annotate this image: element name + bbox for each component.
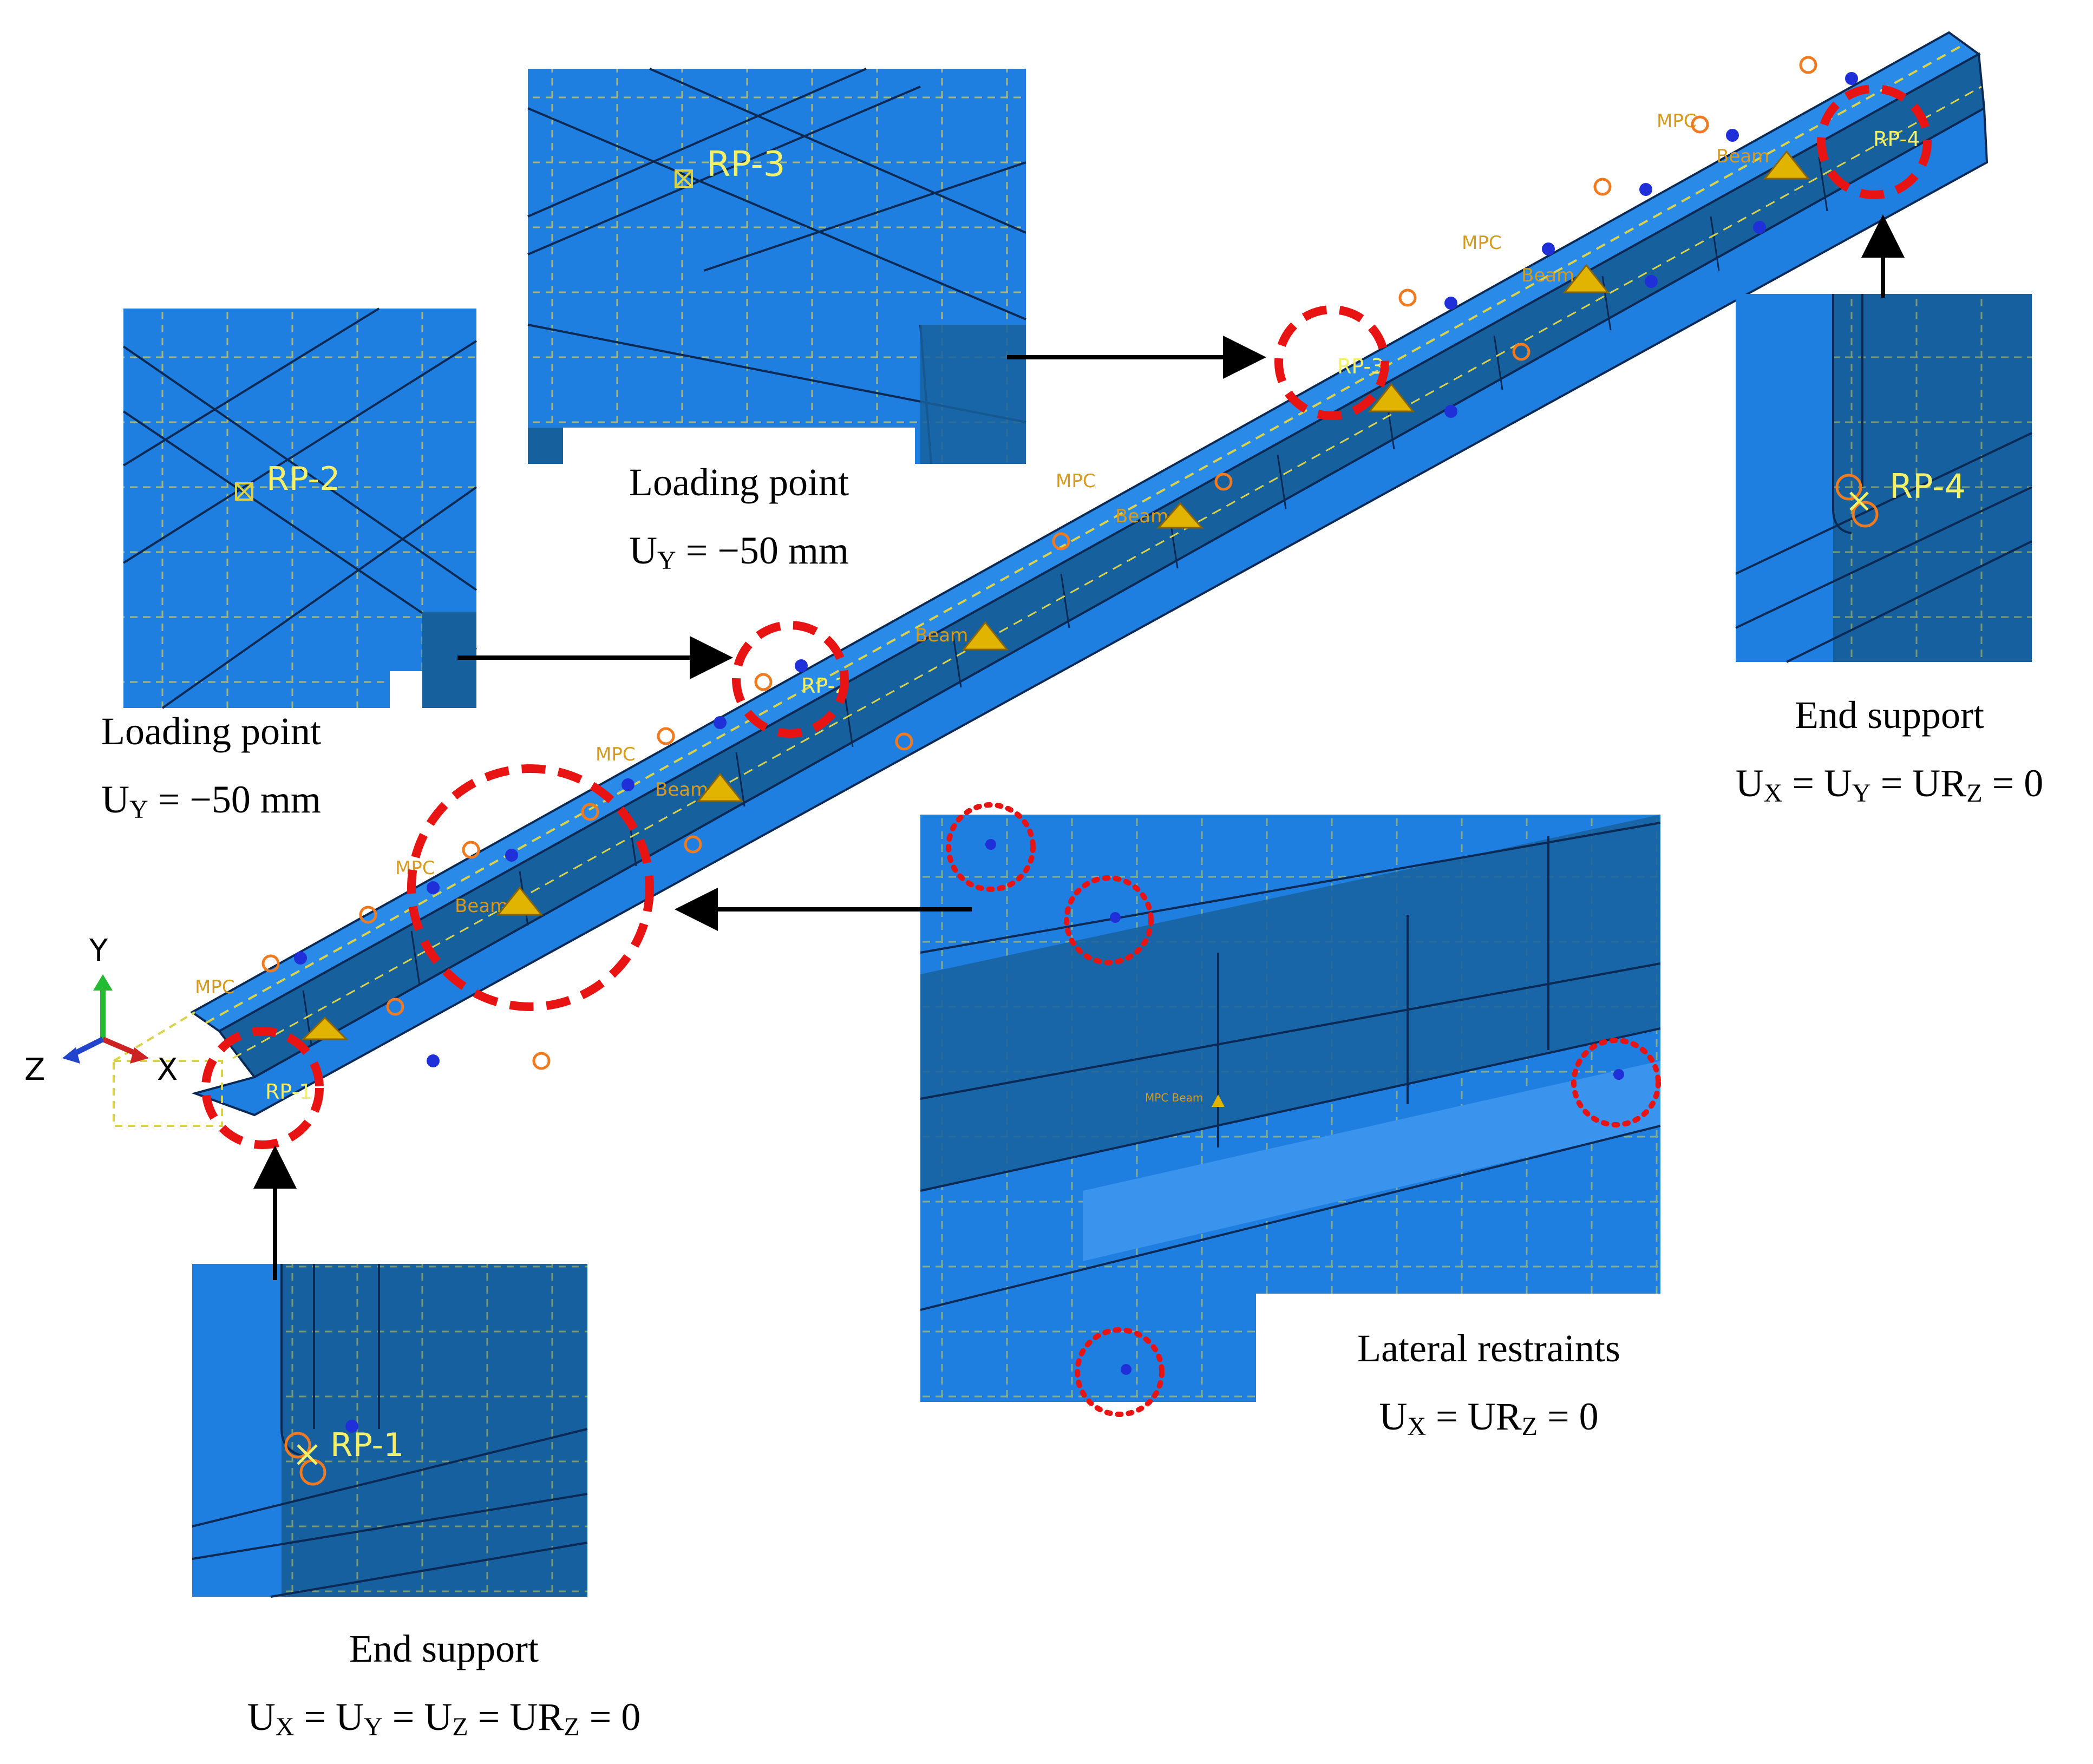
rp3-label: RP-3 — [707, 145, 785, 185]
mpc-beam-label: MPC Beam — [1145, 1091, 1203, 1104]
mpc-label: MPC — [1462, 232, 1502, 254]
load-triangle — [1562, 264, 1610, 293]
load-triangle — [1763, 150, 1810, 180]
axis-triad: Y Z X — [24, 933, 178, 1087]
load-triangles — [301, 150, 1810, 1040]
caption-title: Loading point — [101, 710, 321, 753]
load-triangle — [301, 1016, 349, 1040]
rp1-main-label: RP-1 — [265, 1080, 312, 1104]
highlight-circles — [201, 84, 1932, 1149]
support-icon — [1835, 474, 1879, 528]
caption-end-right: End support UX = UY = URZ = 0 — [1705, 696, 2074, 806]
load-triangle — [696, 772, 744, 802]
caption-equation: UY = −50 mm — [101, 778, 321, 824]
axis-label-y: Y — [89, 933, 108, 968]
highlight-rp3 — [1274, 305, 1389, 420]
restraint-arrow-icon — [345, 1420, 358, 1433]
caption-equation: UX = UY = UZ = URZ = 0 — [247, 1695, 641, 1741]
mpc-label: MPC — [596, 744, 636, 765]
mpc-label: MPC — [1056, 470, 1096, 492]
caption-equation: UX = URZ = 0 — [1379, 1395, 1599, 1441]
inset-lateral: MPC Beam — [920, 802, 1661, 1417]
caption-equation: UY = −50 mm — [629, 529, 849, 575]
caption-loading-left: Loading point UY = −50 mm — [70, 712, 352, 823]
highlight-rp4 — [1817, 84, 1932, 199]
caption-title: End support — [349, 1627, 539, 1670]
beam-label: Beam — [915, 625, 968, 646]
crosshair-icon — [1849, 491, 1869, 511]
beam-label: Beam — [1115, 506, 1168, 527]
crosshair-icon — [235, 482, 253, 501]
mpc-label: MPC — [195, 976, 235, 998]
caption-lateral: Lateral restraints UX = URZ = 0 — [1321, 1329, 1657, 1440]
callout-arrows — [253, 214, 1905, 1280]
load-triangle — [962, 621, 1009, 651]
highlight-restraint — [1075, 1327, 1165, 1417]
load-triangle — [1212, 1094, 1225, 1107]
load-triangle — [1156, 502, 1204, 529]
inset-rp2: RP-2 — [122, 307, 478, 709]
highlight-restraint — [1064, 875, 1154, 965]
inset-rp4: RP-4 — [1735, 294, 2032, 663]
load-triangle — [1368, 383, 1415, 412]
crosshair-icon — [675, 169, 693, 188]
highlight-restraint — [946, 802, 1036, 892]
highlight-lateral — [407, 764, 654, 1011]
rp1-label: RP-1 — [330, 1426, 404, 1464]
highlight-rp1 — [201, 1027, 324, 1149]
highlight-restraint — [1571, 1038, 1661, 1127]
caption-title: Loading point — [629, 461, 849, 504]
inset-rp1: RP-1 — [192, 1264, 588, 1598]
highlight-rp2 — [732, 621, 849, 738]
mpc-beam-markers: MPC MPC MPC MPC MPC MPC Beam Beam Beam B… — [195, 110, 1769, 998]
beam-label: Beam — [1716, 146, 1769, 167]
caption-title: Lateral restraints — [1357, 1327, 1620, 1370]
caption-end-left: End support UX = UY = UZ = URZ = 0 — [200, 1629, 688, 1740]
rp4-label: RP-4 — [1889, 467, 1966, 506]
caption-equation: UX = UY = URZ = 0 — [1735, 762, 2044, 808]
axis-label-x: X — [157, 1052, 178, 1087]
axis-label-z: Z — [24, 1052, 45, 1087]
caption-title: End support — [1795, 693, 1984, 737]
crosshair-icon — [297, 1444, 318, 1465]
lateral-restraint-glyphs — [261, 56, 1858, 1070]
load-triangle — [496, 886, 544, 916]
beam-label: Beam — [1521, 265, 1574, 286]
mpc-label: MPC — [1657, 110, 1697, 132]
beam-label: Beam — [655, 779, 708, 801]
inset-rp3: RP-3 — [527, 68, 1026, 464]
caption-loading-mid: Loading point UY = −50 mm — [596, 463, 882, 574]
rp4-main-label: RP-4 — [1873, 127, 1920, 151]
rp2-label: RP-2 — [266, 460, 340, 498]
rp3-main-label: RP-3 — [1337, 355, 1384, 378]
